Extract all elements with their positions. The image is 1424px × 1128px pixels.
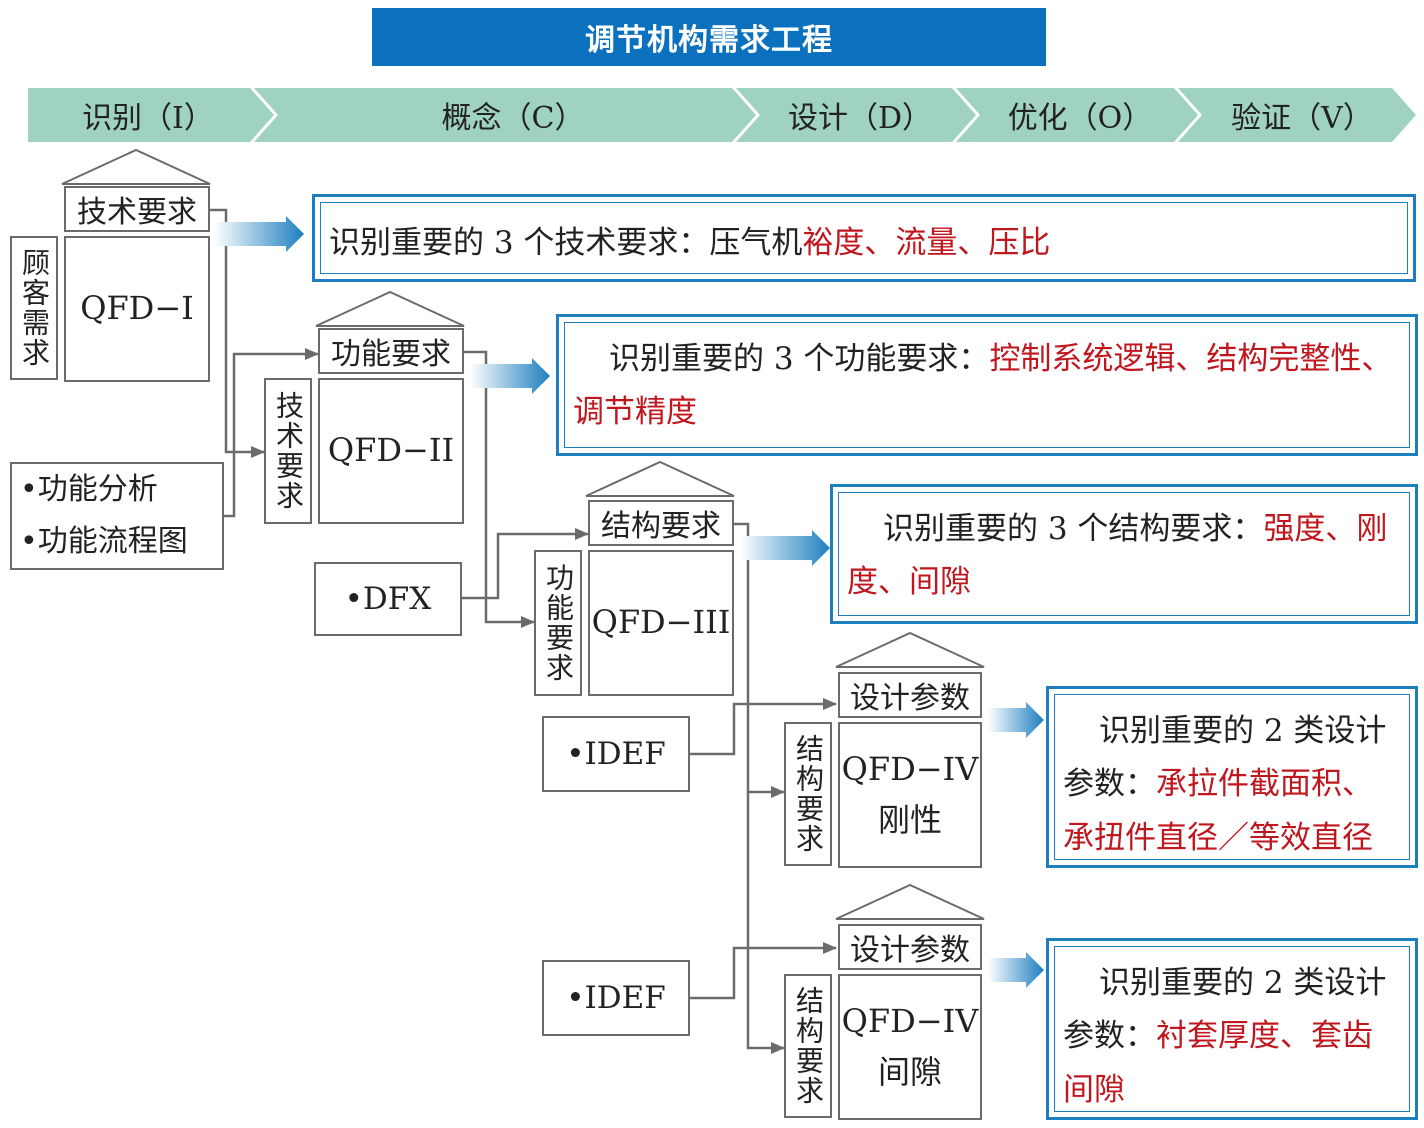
output-text-2: 识别重要的 3 个功能要求：控制系统逻辑、结构完整性、调节精度 [564,322,1410,448]
qfd4b-side-structure-req: 结构要求 [784,974,832,1118]
qfd4a-matrix: QFD−IV 刚性 [838,722,982,868]
qfd1-header: 技术要求 [64,186,210,232]
phase-label-identify: 识别（I） [82,101,214,136]
output-1-plain: 识别重要的 3 个技术要求：压气机 [329,225,803,261]
connector-2-to-3-side [462,350,535,628]
output-box-4: 识别重要的 2 类设计参数：承拉件截面积、承扭件直径／等效直径 [1046,686,1418,868]
qfd4b-label: QFD−IV [841,1001,979,1040]
diagram-title: 调节机构需求工程 [372,8,1046,66]
roof-qfd-3 [585,460,735,497]
list-item-function-analysis: •功能分析 [20,471,158,507]
connector-3-to-4a-side [732,522,785,798]
roof-qfd-2 [315,290,465,327]
phase-chevron-identify [28,88,274,142]
qfd4a-header: 设计参数 [838,672,982,718]
connector-1-to-2-side [210,208,265,458]
roof-qfd-4b [835,883,985,920]
idef-box-2: •IDEF [542,960,690,1036]
phase-label-optimize: 优化（O） [1007,101,1153,136]
phase-label-concept: 概念（C） [441,101,585,136]
phase-chevron-concept [254,88,756,142]
output-arrow-2 [470,358,550,394]
qfd3-side-function-req: 功能要求 [534,550,582,696]
connector-idef2-to-4b-header [690,942,837,1000]
phase-chevron-design [736,88,976,142]
qfd1-matrix: QFD−I [64,236,210,382]
phase-chevron-verify [1178,88,1416,142]
qfd3-matrix: QFD−III [588,550,734,696]
connector-idef1-to-4a-header [690,698,837,756]
function-analysis-box: •功能分析 •功能流程图 [10,462,224,570]
output-text-1: 识别重要的 3 个技术要求：压气机裕度、流量、压比 [320,202,1408,274]
qfd4a-sub-label: 刚性 [877,801,942,839]
qfd4b-sub-label: 间隙 [877,1053,942,1091]
connector-analysis-to-2-header [224,348,319,518]
phase-label-design: 设计（D） [787,101,933,136]
connector-3-to-4b-side [746,792,785,1054]
qfd2-matrix: QFD−II [318,378,464,524]
output-arrow-3 [740,530,830,566]
output-5-highlight: 衬套厚度、套齿间隙 [1063,1018,1373,1108]
output-3-highlight: 强度、刚度、间隙 [847,511,1388,601]
roof-qfd-1 [61,148,211,185]
connector-dfx-to-3-header [460,528,589,600]
output-box-1: 识别重要的 3 个技术要求：压气机裕度、流量、压比 [312,194,1416,282]
qfd4b-header: 设计参数 [838,924,982,970]
qfd2-header: 功能要求 [318,328,464,374]
dfx-box: •DFX [314,562,462,636]
output-text-3: 识别重要的 3 个结构要求：强度、刚度、间隙 [838,492,1410,616]
qfd3-header: 结构要求 [588,500,734,546]
qfd1-side-customer-needs: 顾客需求 [10,236,58,380]
qfd3-label: QFD−III [591,603,731,642]
qfd2-label: QFD−II [327,431,455,470]
output-arrow-5 [988,952,1044,988]
output-text-5: 识别重要的 2 类设计参数：衬套厚度、套齿间隙 [1054,946,1410,1112]
output-text-4: 识别重要的 2 类设计参数：承拉件截面积、承扭件直径／等效直径 [1054,694,1410,860]
output-box-5: 识别重要的 2 类设计参数：衬套厚度、套齿间隙 [1046,938,1418,1120]
idef-box-1: •IDEF [542,716,690,792]
list-item-function-flowchart: •功能流程图 [20,524,188,559]
roof-qfd-4a [835,631,985,668]
output-arrow-1 [214,216,304,252]
output-2-plain: 识别重要的 3 个功能要求： [609,341,990,377]
output-2-highlight: 控制系统逻辑、结构完整性、调节精度 [573,341,1393,431]
output-4-highlight: 承拉件截面积、承扭件直径／等效直径 [1063,766,1373,856]
qfd2-side-tech-req: 技术要求 [264,378,312,524]
output-box-2: 识别重要的 3 个功能要求：控制系统逻辑、结构完整性、调节精度 [556,314,1418,456]
output-box-3: 识别重要的 3 个结构要求：强度、刚度、间隙 [830,484,1418,624]
output-5-plain: 识别重要的 2 类设计参数： [1063,965,1387,1055]
output-4-plain: 识别重要的 2 类设计参数： [1063,713,1387,803]
qfd1-label: QFD−I [80,289,194,328]
output-3-plain: 识别重要的 3 个结构要求： [883,511,1264,547]
qfd4b-matrix: QFD−IV 间隙 [838,974,982,1120]
output-1-highlight: 裕度、流量、压比 [802,225,1051,261]
output-arrow-4 [988,702,1044,738]
qfd4a-side-structure-req: 结构要求 [784,722,832,866]
phase-chevron-optimize [956,88,1198,142]
phase-label-verify: 验证（V） [1231,101,1373,136]
qfd4a-label: QFD−IV [841,749,979,788]
